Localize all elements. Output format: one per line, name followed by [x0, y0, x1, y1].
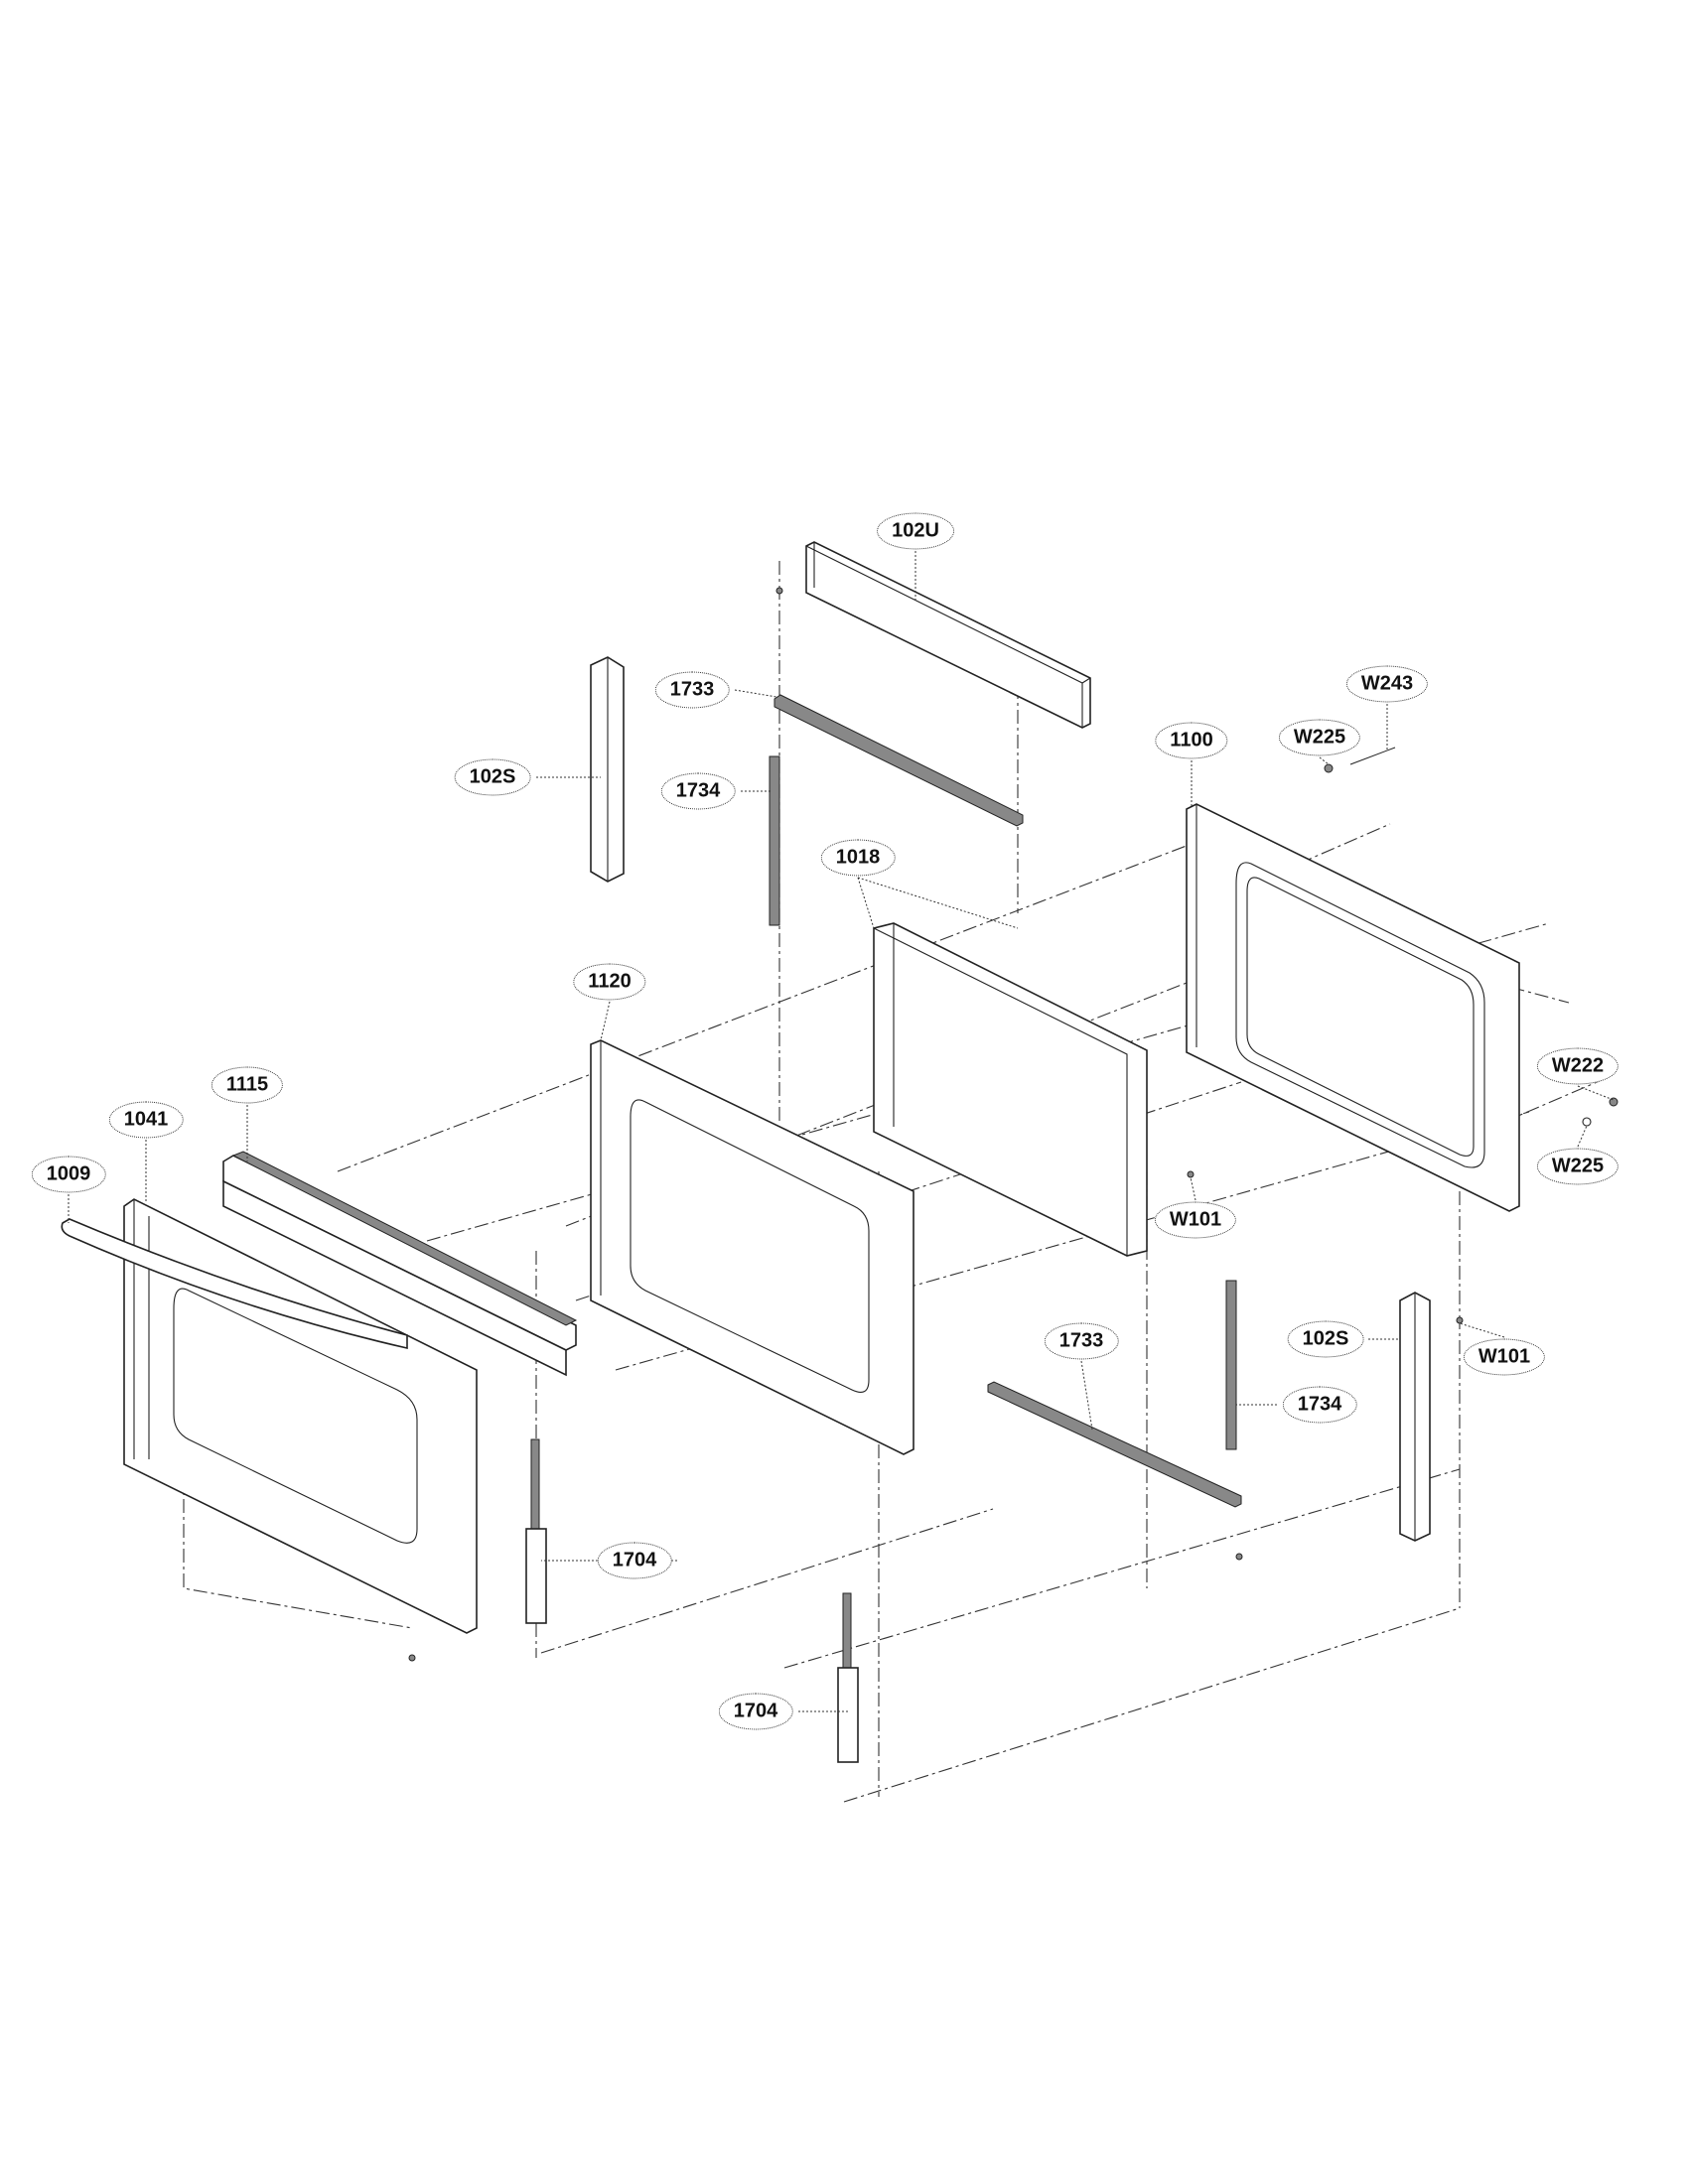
part-1733-top-strip — [774, 694, 1024, 827]
callout-W225-top: W225 — [1278, 719, 1361, 756]
callout-W225-right: W225 — [1536, 1148, 1619, 1185]
callout-1733-bottom: 1733 — [1044, 1322, 1119, 1360]
callout-1100: 1100 — [1155, 722, 1228, 759]
part-102U-top-trim — [805, 541, 1091, 729]
part-1115-vent — [222, 1151, 578, 1377]
callout-1704-bottom: 1704 — [718, 1693, 793, 1730]
part-1120-middle-frame — [590, 1039, 914, 1455]
callout-W222: W222 — [1536, 1047, 1619, 1085]
part-1734-vertical-strip — [769, 755, 780, 926]
callout-W101-center: W101 — [1154, 1201, 1237, 1239]
callout-102U: 102U — [877, 512, 954, 550]
callout-W243: W243 — [1345, 665, 1429, 703]
part-1704-hinge-bottom — [837, 1592, 859, 1763]
callout-1734-left: 1734 — [660, 772, 736, 810]
part-1704-hinge-left — [525, 1438, 547, 1624]
part-1018-glass — [873, 922, 1148, 1257]
callout-W101-right: W101 — [1463, 1338, 1546, 1376]
assembly-guide-lines — [183, 561, 1610, 1803]
callout-102S-left: 102S — [454, 758, 531, 796]
callout-1018: 1018 — [820, 839, 896, 877]
callout-1041: 1041 — [108, 1101, 184, 1139]
part-1009-handle — [61, 1218, 408, 1350]
screws — [408, 587, 1618, 1662]
part-1734-right-strip — [1225, 1280, 1237, 1450]
part-1041-outer-door — [123, 1198, 478, 1634]
callout-102S-right: 102S — [1287, 1320, 1364, 1358]
callout-1120: 1120 — [573, 963, 646, 1001]
part-102S-right-trim — [1399, 1292, 1431, 1542]
callout-1733-top: 1733 — [654, 671, 730, 709]
callout-1115: 1115 — [211, 1066, 284, 1104]
callout-1009: 1009 — [31, 1156, 106, 1193]
part-1733-bottom-strip — [987, 1381, 1242, 1508]
callout-1734-right: 1734 — [1282, 1386, 1357, 1424]
part-102S-side-trim — [590, 656, 625, 883]
leader-lines — [68, 551, 1615, 1712]
callout-1704-left: 1704 — [597, 1542, 672, 1579]
part-1100-inner-frame — [1186, 803, 1520, 1212]
